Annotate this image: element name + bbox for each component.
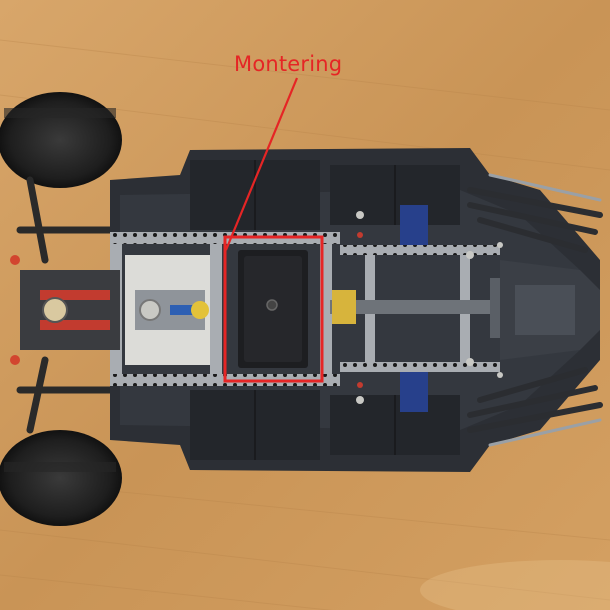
callout-label: Montering <box>234 52 343 76</box>
